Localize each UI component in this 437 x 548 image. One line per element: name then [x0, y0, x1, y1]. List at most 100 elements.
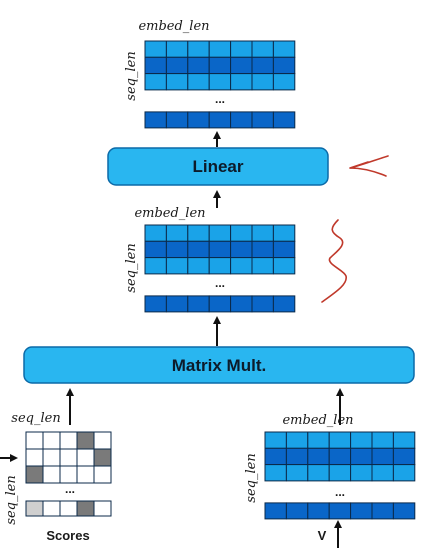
matrix-cell [230, 56, 253, 75]
matrix-cell [285, 447, 309, 466]
v-label: V [318, 528, 327, 543]
matrix-cell [328, 447, 352, 466]
score-cell [59, 448, 78, 467]
matrix-cell [251, 111, 274, 129]
matrix-cell [264, 431, 287, 449]
matrix-cell [187, 111, 210, 129]
matrix-cell [251, 257, 274, 275]
matrix-cell [350, 502, 373, 520]
matrix-cell [208, 73, 232, 91]
top-output-matrix [144, 40, 296, 129]
matrix-cell [328, 502, 352, 520]
matrix-cell [272, 73, 296, 91]
matrix-cell [144, 295, 167, 313]
matrix-mult-block [23, 346, 415, 384]
score-cell [59, 465, 78, 484]
matrix-cell [230, 257, 253, 275]
annotation-arrow [349, 155, 389, 177]
score-cell [59, 500, 78, 517]
matrix-cell [307, 464, 330, 482]
matrix-cell [187, 295, 210, 313]
linear-block [107, 147, 329, 186]
matrix-cell [144, 224, 167, 242]
top-ellipsis: ... [215, 92, 225, 106]
matrix-cell [187, 56, 210, 75]
score-cell [93, 431, 112, 450]
matrix-cell [371, 447, 394, 466]
annotation-squiggle [321, 219, 347, 303]
matrix-cell [392, 431, 416, 449]
matrix-cell [371, 464, 394, 482]
matrix-cell [272, 56, 296, 75]
matrix-cell [208, 56, 232, 75]
matrix-cell [285, 502, 309, 520]
score-cell [25, 448, 44, 467]
matrix-cell [144, 73, 167, 91]
scores-matrix [25, 431, 112, 517]
matrix-cell [208, 257, 232, 275]
matrix-cell [144, 257, 167, 275]
middle-ellipsis: ... [215, 276, 225, 290]
scores-seq-len-label: seq_len [11, 411, 60, 426]
score-cell [25, 431, 44, 450]
matrix-cell [251, 295, 274, 313]
matrix-cell [187, 73, 210, 91]
matrix-cell [165, 240, 189, 259]
matrix-cell [350, 447, 373, 466]
score-cell [42, 465, 61, 484]
linear-label: Linear [192, 157, 243, 176]
middle-embed-len-label: embed_len [134, 206, 205, 221]
score-cell [76, 500, 95, 517]
scores-label: Scores [46, 528, 89, 543]
matrix-cell [371, 431, 394, 449]
matrix-cell [350, 464, 373, 482]
matrix-cell [165, 40, 189, 58]
matrix-cell [371, 502, 394, 520]
matrix-cell [251, 40, 274, 58]
matrix-cell [144, 111, 167, 129]
matrix-cell [165, 224, 189, 242]
matrix-cell [144, 56, 167, 75]
matrix-cell [392, 447, 416, 466]
matrix-cell [251, 240, 274, 259]
matrix-cell [272, 40, 296, 58]
matrix-cell [285, 431, 309, 449]
matrix-cell [208, 111, 232, 129]
matrix-cell [208, 295, 232, 313]
matrix-cell [208, 240, 232, 259]
matrix-cell [230, 40, 253, 58]
matrix-cell [272, 111, 296, 129]
score-cell [42, 448, 61, 467]
middle-seq-len-label: seq_len [124, 243, 139, 292]
matrix-cell [272, 295, 296, 313]
matrix-cell [144, 240, 167, 259]
matrix-cell [230, 295, 253, 313]
matrix-cell [328, 464, 352, 482]
matrix-cell [264, 447, 287, 466]
matrix-cell [165, 56, 189, 75]
matrix-cell [251, 73, 274, 91]
score-cell [93, 448, 112, 467]
matrix-cell [307, 447, 330, 466]
matrix-cell [350, 431, 373, 449]
scores-seq-len-vertical-label: seq_len [4, 475, 19, 524]
matrix-cell [187, 240, 210, 259]
matrix-cell [208, 40, 232, 58]
matrix-cell [328, 431, 352, 449]
matrix-cell [165, 111, 189, 129]
matrix-cell [187, 40, 210, 58]
score-cell [76, 431, 95, 450]
matrix-cell [144, 40, 167, 58]
matrix-cell [272, 257, 296, 275]
score-cell [42, 431, 61, 450]
matrix-cell [264, 464, 287, 482]
matrix-cell [285, 464, 309, 482]
v-seq-len-label: seq_len [244, 453, 259, 502]
matrix-cell [208, 224, 232, 242]
matrix-cell [230, 111, 253, 129]
score-cell [25, 465, 44, 484]
score-cell [42, 500, 61, 517]
matrix-cell [230, 224, 253, 242]
matrix-mult-label: Matrix Mult. [172, 356, 266, 375]
